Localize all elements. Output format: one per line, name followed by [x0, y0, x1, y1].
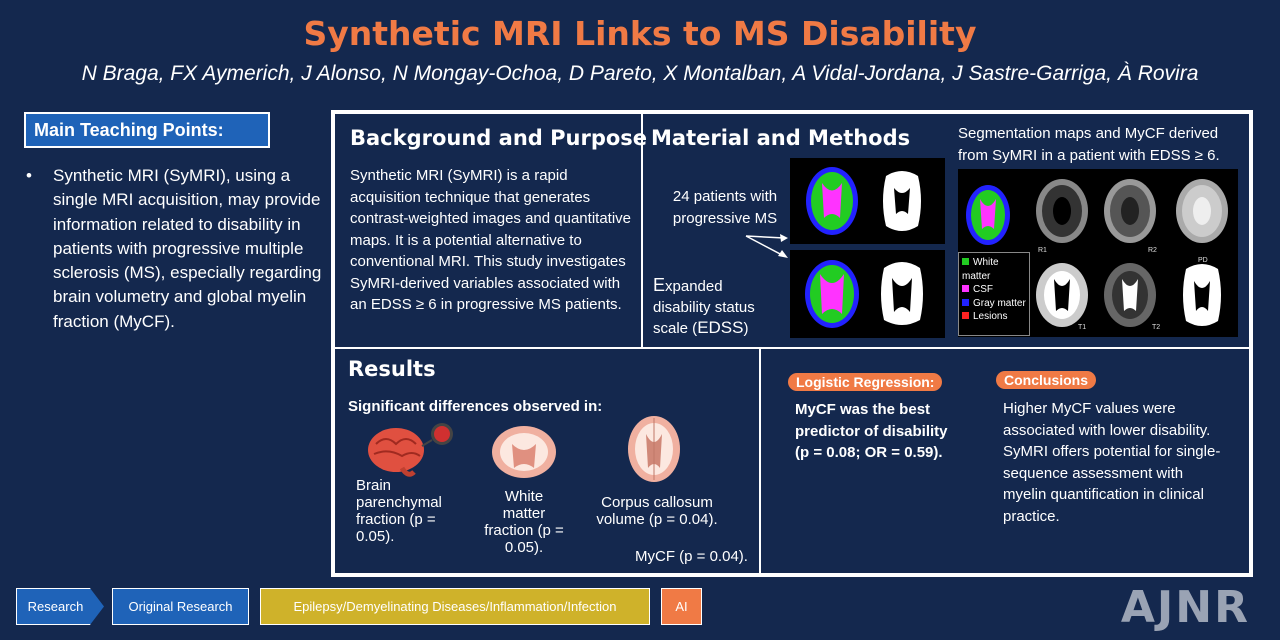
background-title: Background and Purpose: [350, 126, 648, 150]
mri-image-bottom: [790, 250, 945, 338]
mri-image-top: [790, 158, 945, 244]
results-title: Results: [348, 357, 436, 381]
segmentation-legend: White matter CSF Gray matter Lesions: [958, 252, 1030, 336]
results-subtitle: Significant differences observed in:: [348, 398, 603, 415]
divider: [641, 114, 643, 349]
page-title: Synthetic MRI Links to MS Disability: [303, 14, 977, 53]
label-pd: PD: [1198, 257, 1208, 264]
wmf-text: White matter fraction (p = 0.05).: [484, 488, 564, 556]
bpf-text: Brain parenchymal fraction (p = 0.05).: [356, 477, 442, 545]
brain-icon: [368, 423, 453, 477]
legend-item-csf: CSF: [962, 283, 1026, 297]
label-r2: R2: [1148, 247, 1157, 254]
brain-section-icon: [492, 426, 556, 478]
segmentation-caption: Segmentation maps and MyCF derived from …: [958, 125, 1220, 164]
divider: [335, 347, 1249, 349]
conclusions-text: Higher MyCF values were associated with …: [1003, 400, 1221, 525]
legend-item-gray-matter: Gray matter: [962, 297, 1026, 311]
mri-segmentation-icon: [806, 167, 924, 235]
edss-first-letter: E: [653, 275, 666, 295]
footer-research-label: Research: [27, 599, 84, 614]
methods-title: Material and Methods: [651, 126, 911, 150]
authors-line: N Braga, FX Aymerich, J Alonso, N Mongay…: [81, 62, 1199, 85]
footer-research-tag[interactable]: Research: [16, 588, 104, 625]
logistic-tag: Logistic Regression:: [788, 373, 943, 391]
conclusions-tag: Conclusions: [996, 371, 1097, 389]
label-r1: R1: [1038, 247, 1047, 254]
bullet-icon: •: [26, 166, 32, 185]
footer-category-label: Epilepsy/Demyelinating Diseases/Inflamma…: [293, 599, 617, 614]
legend-item-white-matter: White matter: [962, 257, 999, 282]
cc-text: Corpus callosum volume (p = 0.04).: [596, 494, 718, 528]
edss-close: ): [743, 320, 749, 337]
ajnr-logo: AJNR: [1120, 582, 1250, 633]
divider: [759, 349, 761, 573]
teaching-points-heading: Main Teaching Points:: [24, 112, 270, 148]
mycf-text: MyCF (p = 0.04).: [635, 548, 748, 565]
logistic-text: MyCF was the best predictor of disabilit…: [795, 401, 948, 461]
mri-segmentation-icon: [805, 260, 923, 328]
segmentation-grid-icon: [966, 179, 1228, 327]
background-text: Synthetic MRI (SyMRI) is a rapid acquisi…: [350, 167, 632, 313]
patients-text: 24 patients with progressive MS: [672, 188, 778, 227]
corpus-callosum-icon: [628, 416, 680, 482]
edss-text: Expanded disability status scale (EDSS): [653, 275, 777, 340]
legend-item-lesions: Lesions: [962, 310, 1026, 324]
footer-original-label: Original Research: [128, 599, 233, 614]
arrows-icon: [745, 234, 788, 258]
edss-abbr: EDSS: [697, 318, 744, 337]
footer-ai-label: AI: [675, 599, 688, 614]
teaching-point-text: Synthetic MRI (SyMRI), using a single MR…: [53, 166, 322, 331]
label-t1: T1: [1078, 324, 1087, 331]
footer-original-research-tag[interactable]: Original Research: [112, 588, 249, 625]
edss-rest: xpanded disability status scale (: [653, 278, 755, 337]
footer-category-tag[interactable]: Epilepsy/Demyelinating Diseases/Inflamma…: [260, 588, 650, 625]
footer-ai-tag[interactable]: AI: [661, 588, 702, 625]
label-t2: T2: [1152, 324, 1161, 331]
